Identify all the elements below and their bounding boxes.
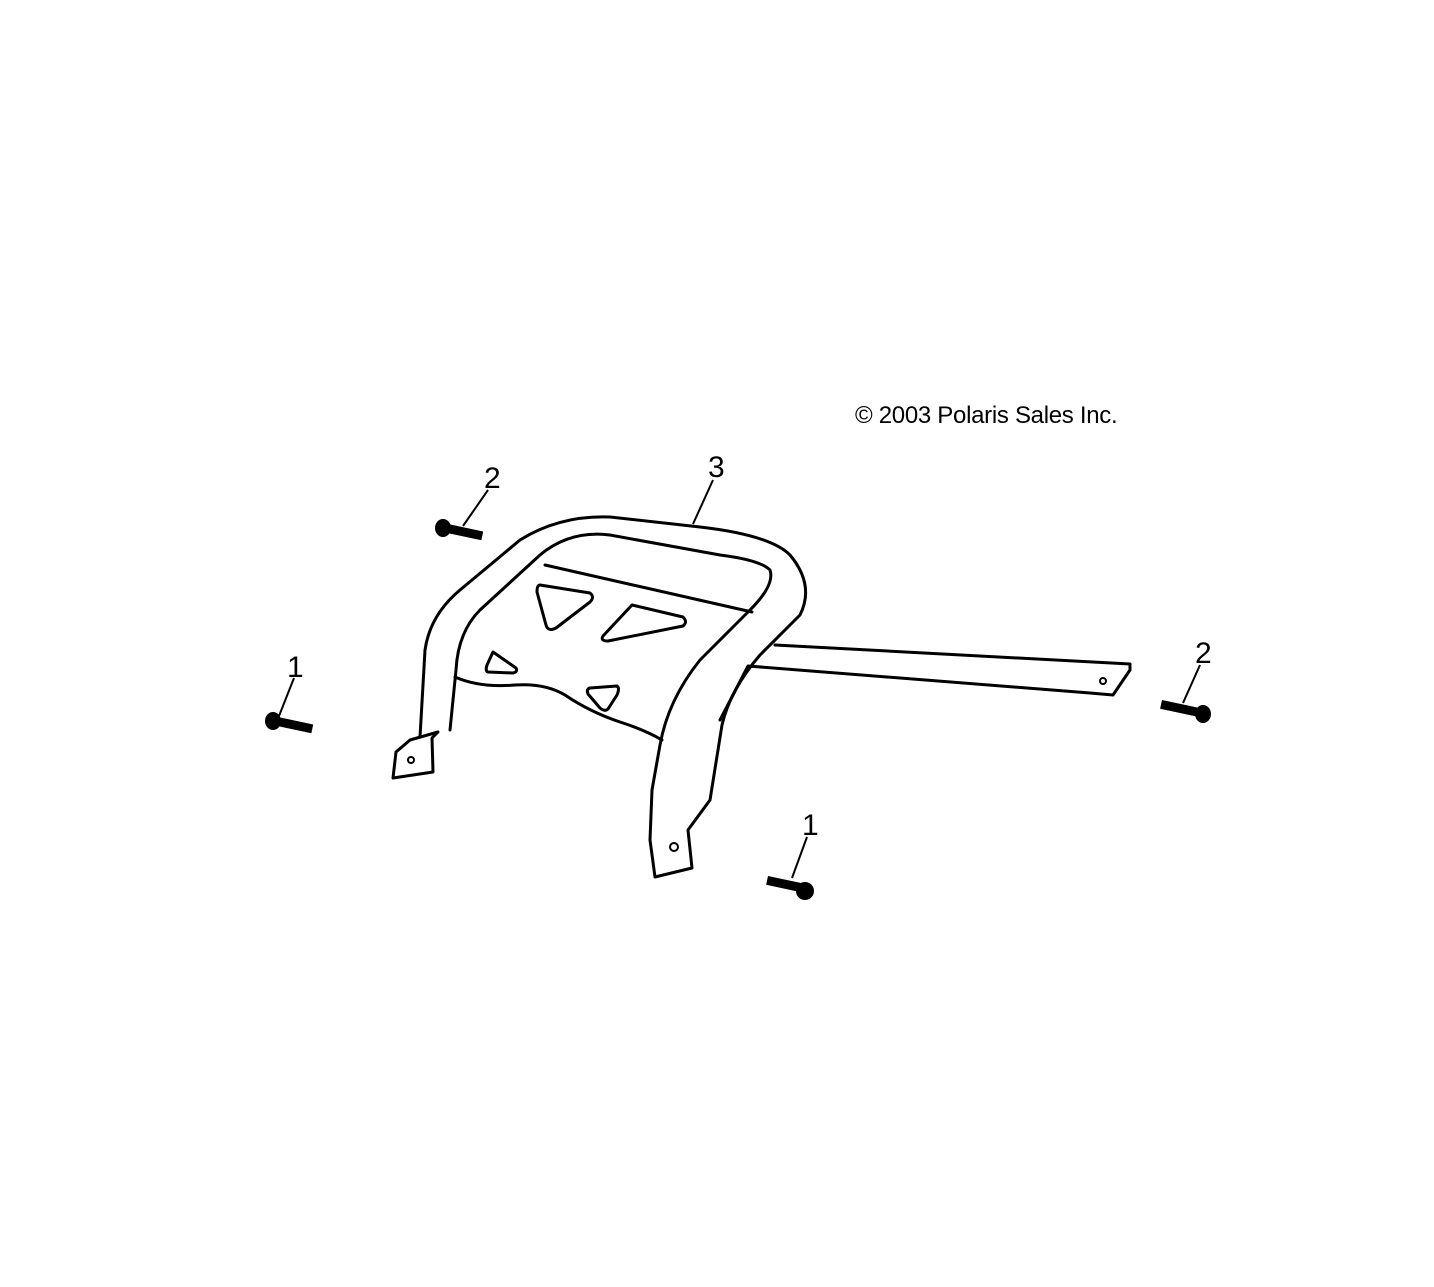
rack-assembly <box>391 515 1132 879</box>
rack-cross-bar <box>718 643 1132 722</box>
bolt-2-right <box>1160 699 1211 723</box>
rack-outer-tube <box>391 515 808 879</box>
callout-2-right: 2 <box>1195 637 1212 670</box>
leader-line <box>462 489 489 527</box>
leader-line <box>791 836 808 879</box>
callout-2-top: 2 <box>484 462 501 495</box>
leader-line <box>692 479 714 525</box>
plate-cutout <box>585 684 620 712</box>
mount-hole <box>407 756 415 764</box>
rack-plate <box>453 563 754 742</box>
copyright-text: © 2003 Polaris Sales Inc. <box>855 402 1118 429</box>
bolt-1-left <box>265 712 314 734</box>
callout-3: 3 <box>708 451 725 484</box>
bolt-2-top <box>435 519 484 541</box>
mount-hole <box>1099 677 1107 685</box>
plate-cutout <box>600 603 687 643</box>
mount-hole <box>669 842 679 852</box>
leader-line <box>278 677 295 717</box>
leader-line <box>1182 664 1201 704</box>
plate-cutout <box>484 650 519 675</box>
bolt-1-bottom <box>766 876 814 900</box>
callout-1-left: 1 <box>287 651 304 684</box>
plate-cutout <box>535 583 594 631</box>
callout-1-bottom: 1 <box>802 809 819 842</box>
